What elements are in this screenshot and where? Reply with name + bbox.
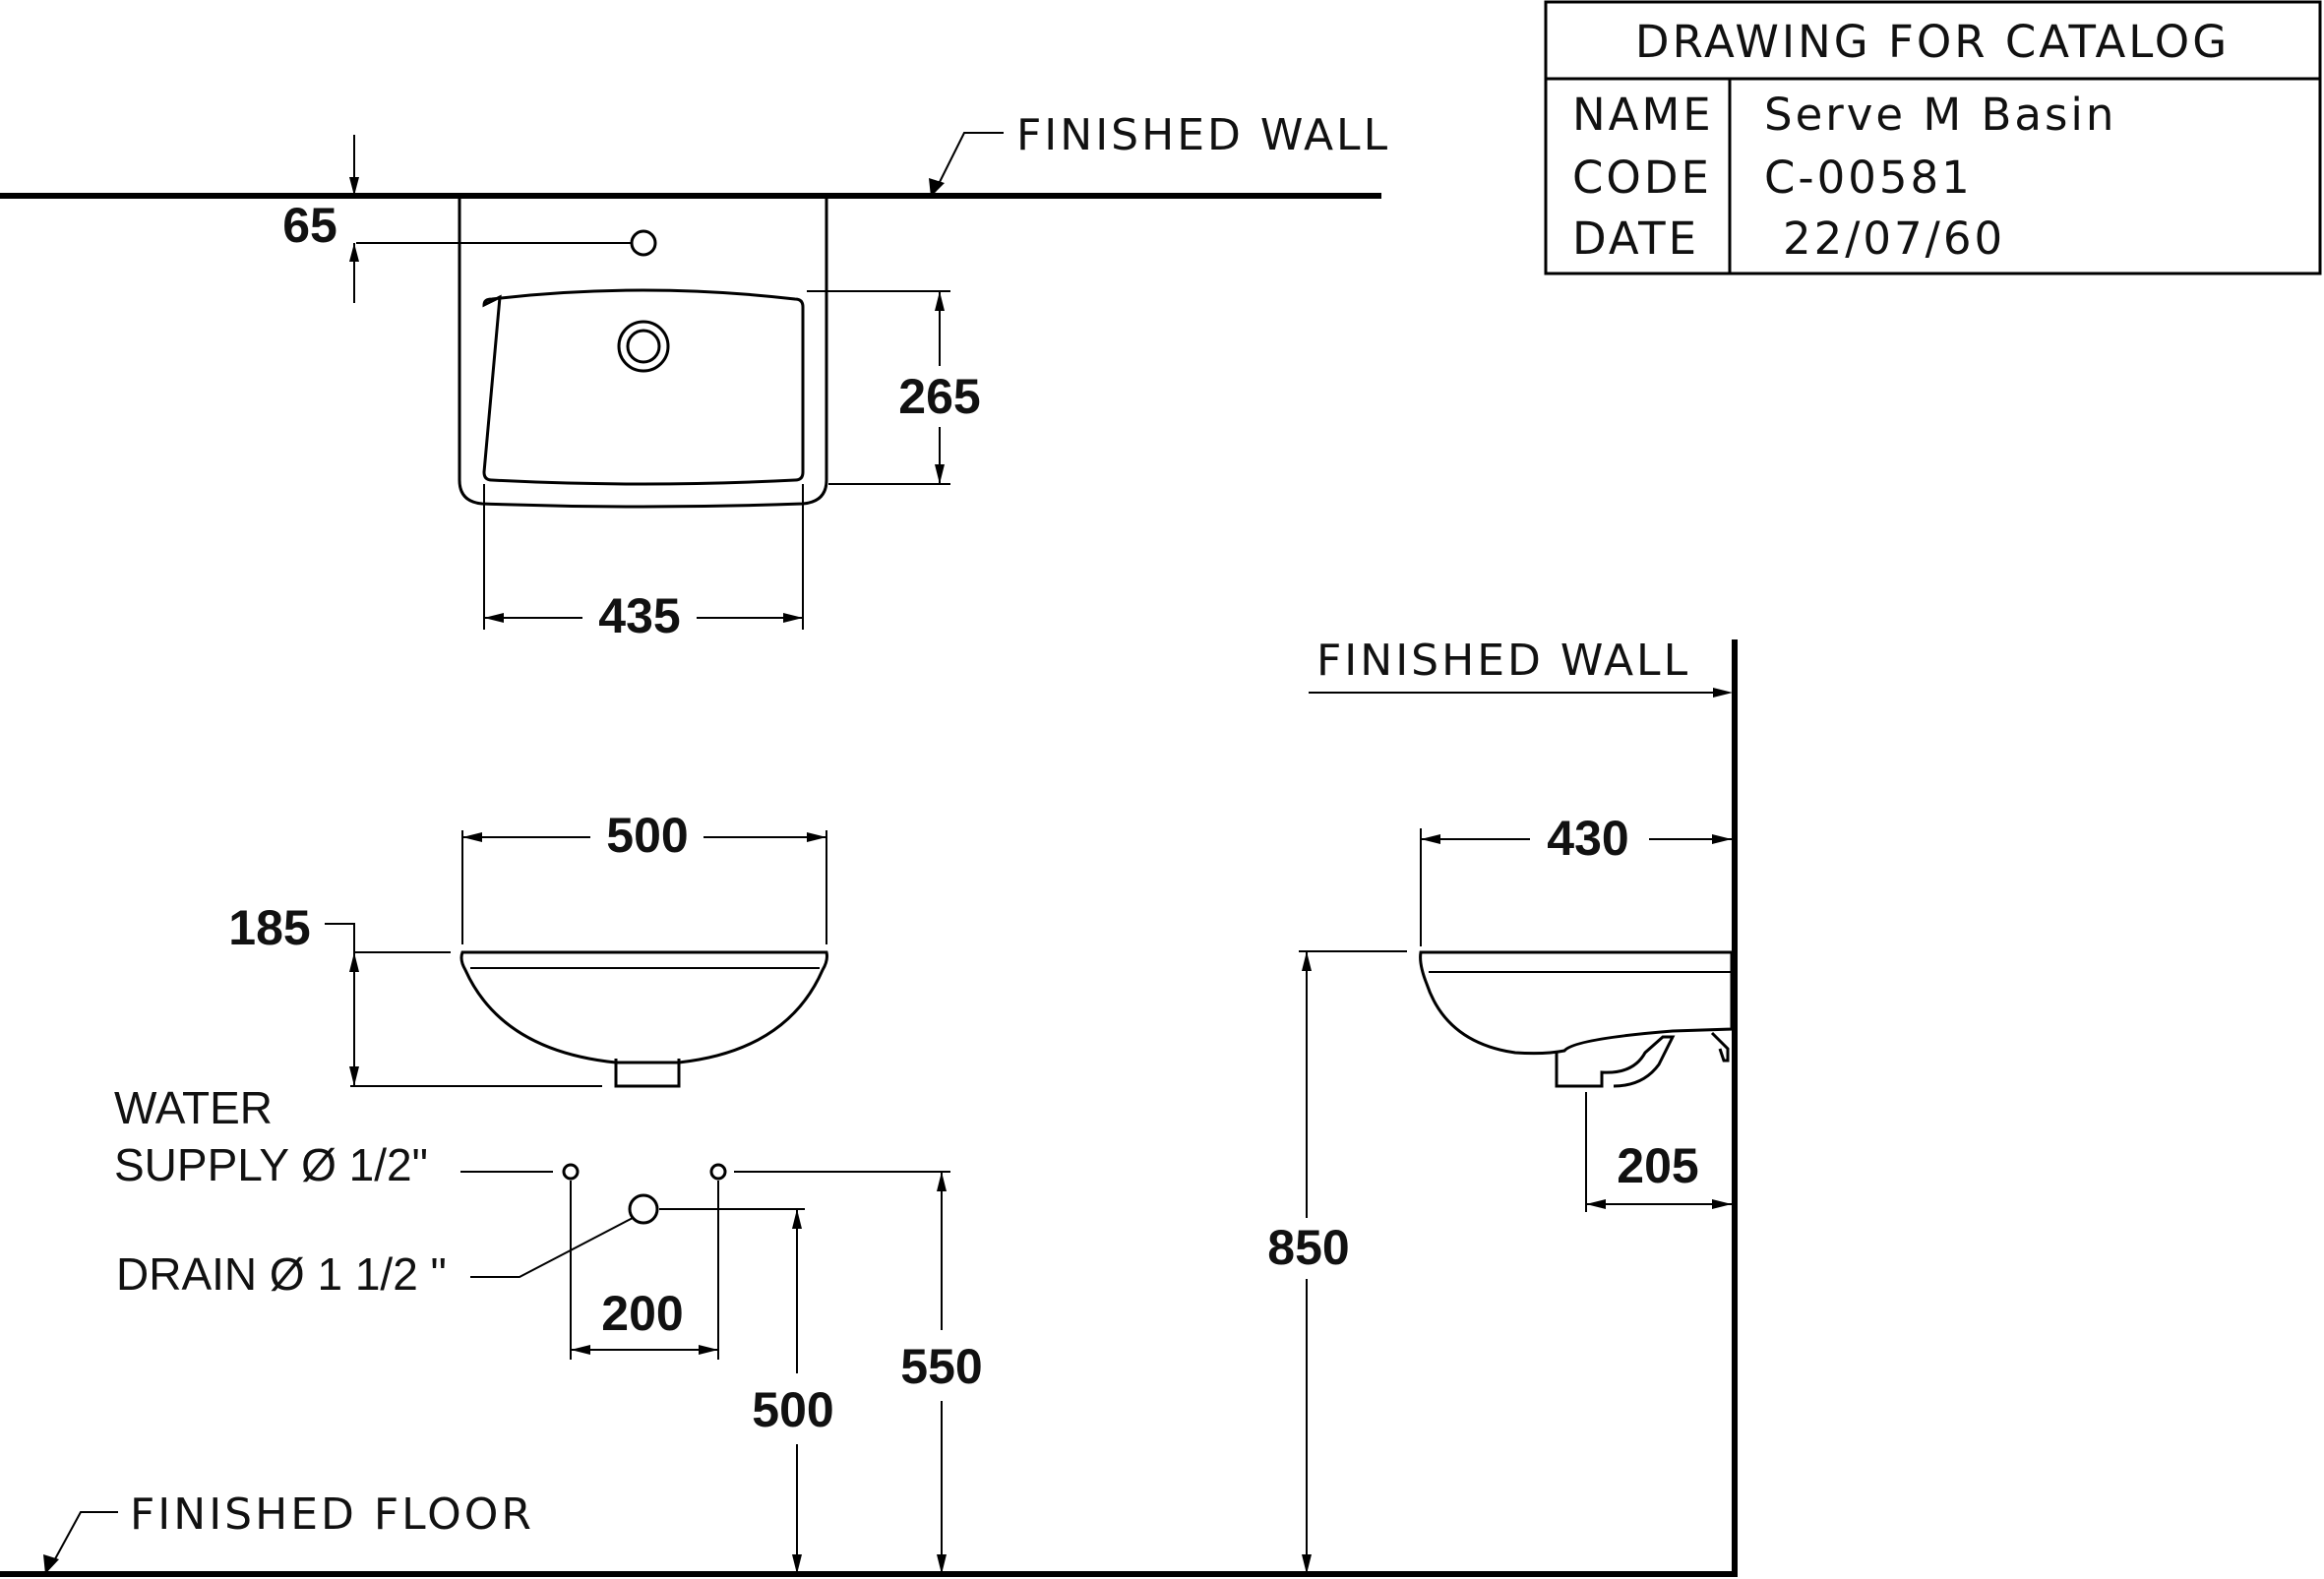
side-view: FINISHED WALL 430 850 205 bbox=[1267, 636, 1738, 1575]
title-block-header: DRAWING FOR CATALOG bbox=[1635, 16, 2230, 68]
side-waste-trap bbox=[1555, 1035, 1676, 1088]
drain-inner-ring bbox=[626, 329, 661, 364]
dim-bowl-depth: 265 bbox=[898, 369, 980, 424]
title-block-name-value: Serve M Basin bbox=[1764, 89, 2116, 141]
dim-rim-height: 850 bbox=[1267, 1220, 1349, 1275]
dim-supply-spacing: 200 bbox=[601, 1286, 683, 1341]
water-supply-left bbox=[562, 1163, 580, 1181]
tap-hole bbox=[630, 229, 657, 257]
dim-front-width: 500 bbox=[606, 808, 688, 863]
title-block-code-value: C-00581 bbox=[1764, 152, 1973, 204]
dim-bowl-width: 435 bbox=[598, 588, 680, 643]
water-supply-right bbox=[709, 1163, 727, 1181]
finished-wall-leader bbox=[934, 132, 1004, 193]
dim-supply-height: 550 bbox=[900, 1339, 982, 1394]
water-supply-label-1: WATER bbox=[114, 1082, 273, 1133]
title-block-name-label: NAME bbox=[1572, 89, 1714, 141]
front-waste-spigot bbox=[614, 1059, 681, 1088]
dim-side-projection: 430 bbox=[1547, 811, 1628, 866]
dim-drain-from-wall: 205 bbox=[1617, 1138, 1698, 1193]
dim-wall-to-tap: 65 bbox=[282, 198, 337, 253]
title-block: DRAWING FOR CATALOG NAME Serve M Basin C… bbox=[1544, 0, 2322, 275]
basin-plan-bowl bbox=[482, 288, 805, 486]
drain-label: DRAIN Ø 1 1/2 " bbox=[116, 1248, 447, 1300]
title-block-date-label: DATE bbox=[1572, 213, 1699, 265]
dim-drain-height: 500 bbox=[752, 1382, 833, 1437]
basin-plan-outline bbox=[458, 196, 828, 509]
title-block-code-label: CODE bbox=[1572, 152, 1712, 204]
drain-point bbox=[628, 1193, 659, 1225]
water-supply-label-2: SUPPLY Ø 1/2" bbox=[114, 1139, 428, 1190]
basin-front-outline bbox=[459, 950, 828, 1064]
finished-floor-label: FINISHED FLOOR bbox=[130, 1489, 534, 1540]
finished-wall-top-label: FINISHED WALL bbox=[1016, 110, 1390, 160]
finished-floor: FINISHED FLOOR bbox=[0, 1489, 1738, 1577]
drain-outer-ring bbox=[617, 320, 670, 373]
plan-view: FINISHED WALL 65 265 435 bbox=[0, 110, 1390, 643]
finished-wall-side-label: FINISHED WALL bbox=[1316, 636, 1690, 686]
dim-front-height: 185 bbox=[228, 900, 310, 955]
title-block-date-value: 22/07/60 bbox=[1783, 213, 2005, 265]
front-view: 500 185 WATER SUPPLY Ø 1/2" DRAIN Ø 1 1/… bbox=[114, 808, 983, 1574]
basin-side-outline bbox=[1419, 950, 1734, 1056]
